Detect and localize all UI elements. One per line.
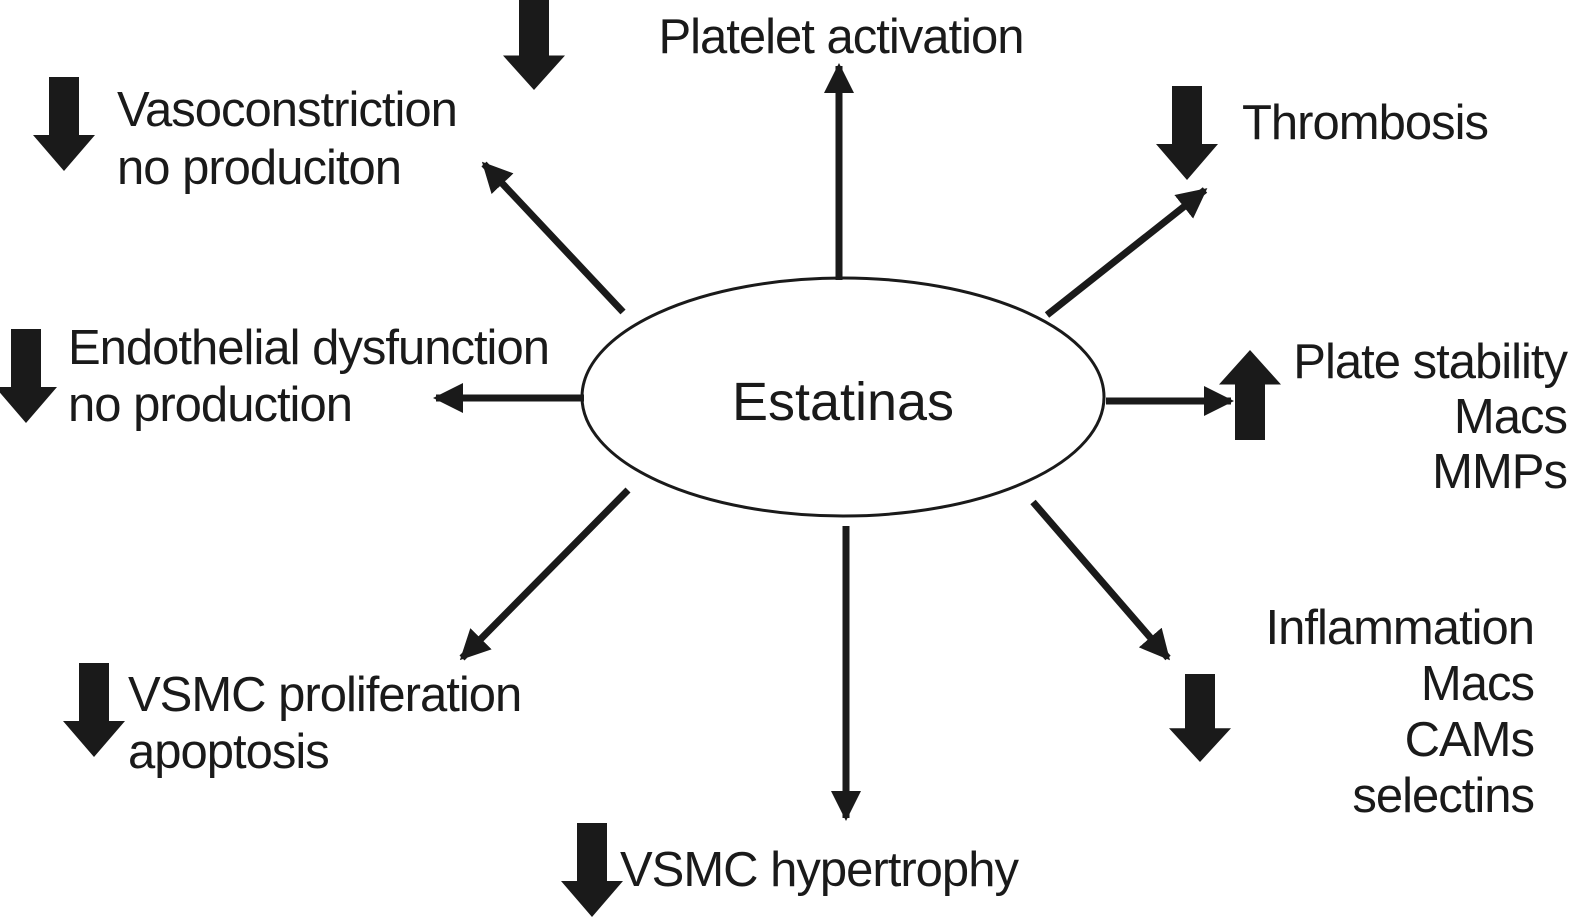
arrow-to-thrombosis: [1044, 187, 1208, 318]
label-line: Endothelial dysfunction: [68, 321, 550, 375]
label-inflammation: Inflammation Macs CAMs selectins: [1265, 600, 1535, 824]
arrow-to-inflammation: [1030, 499, 1171, 661]
label-line: Macs: [1420, 657, 1535, 711]
label-line: Platelet activation: [658, 10, 1024, 64]
label-line: no produciton: [117, 141, 402, 195]
label-plate-stability: Plate stability Macs MMPs: [1293, 335, 1568, 500]
decrease-arrow-icon: [0, 329, 57, 423]
label-line: VSMC proliferation: [128, 668, 522, 722]
label-line: VSMC hypertrophy: [620, 843, 1019, 897]
decrease-arrow-icon: [561, 823, 623, 917]
label-thrombosis: Thrombosis: [1242, 94, 1489, 152]
label-platelet-activation: Platelet activation: [591, 8, 1091, 66]
decrease-arrow-icon: [1169, 674, 1231, 762]
label-line: Macs: [1453, 390, 1568, 444]
label-line: Plate stability: [1293, 335, 1568, 389]
label-endothelial-dysfunction: Endothelial dysfunction no production: [68, 320, 550, 434]
decrease-arrow-icon: [1156, 86, 1218, 180]
label-line: Thrombosis: [1242, 96, 1489, 150]
decrease-arrow-icon: [503, 0, 565, 90]
label-vsmc-hypertrophy: VSMC hypertrophy: [620, 841, 1019, 899]
label-line: Vasoconstriction: [117, 83, 458, 137]
arrow-to-vsmc-proliferation: [459, 487, 631, 661]
label-line: selectins: [1352, 769, 1535, 823]
label-vsmc-proliferation: VSMC proliferation apoptosis: [128, 667, 522, 781]
estatinas-node-label: Estatinas: [731, 372, 955, 432]
label-vasoconstriction: Vasoconstriction no produciton: [117, 81, 458, 197]
arrow-to-vasoconstriction: [481, 161, 626, 315]
label-line: CAMs: [1404, 713, 1535, 767]
decrease-arrow-icon: [63, 663, 125, 757]
label-line: apoptosis: [128, 725, 330, 779]
label-line: Inflammation: [1265, 601, 1535, 655]
increase-arrow-icon: [1219, 350, 1281, 440]
label-line: no production: [68, 378, 353, 432]
decrease-arrow-icon: [33, 77, 95, 171]
label-line: MMPs: [1432, 445, 1568, 499]
